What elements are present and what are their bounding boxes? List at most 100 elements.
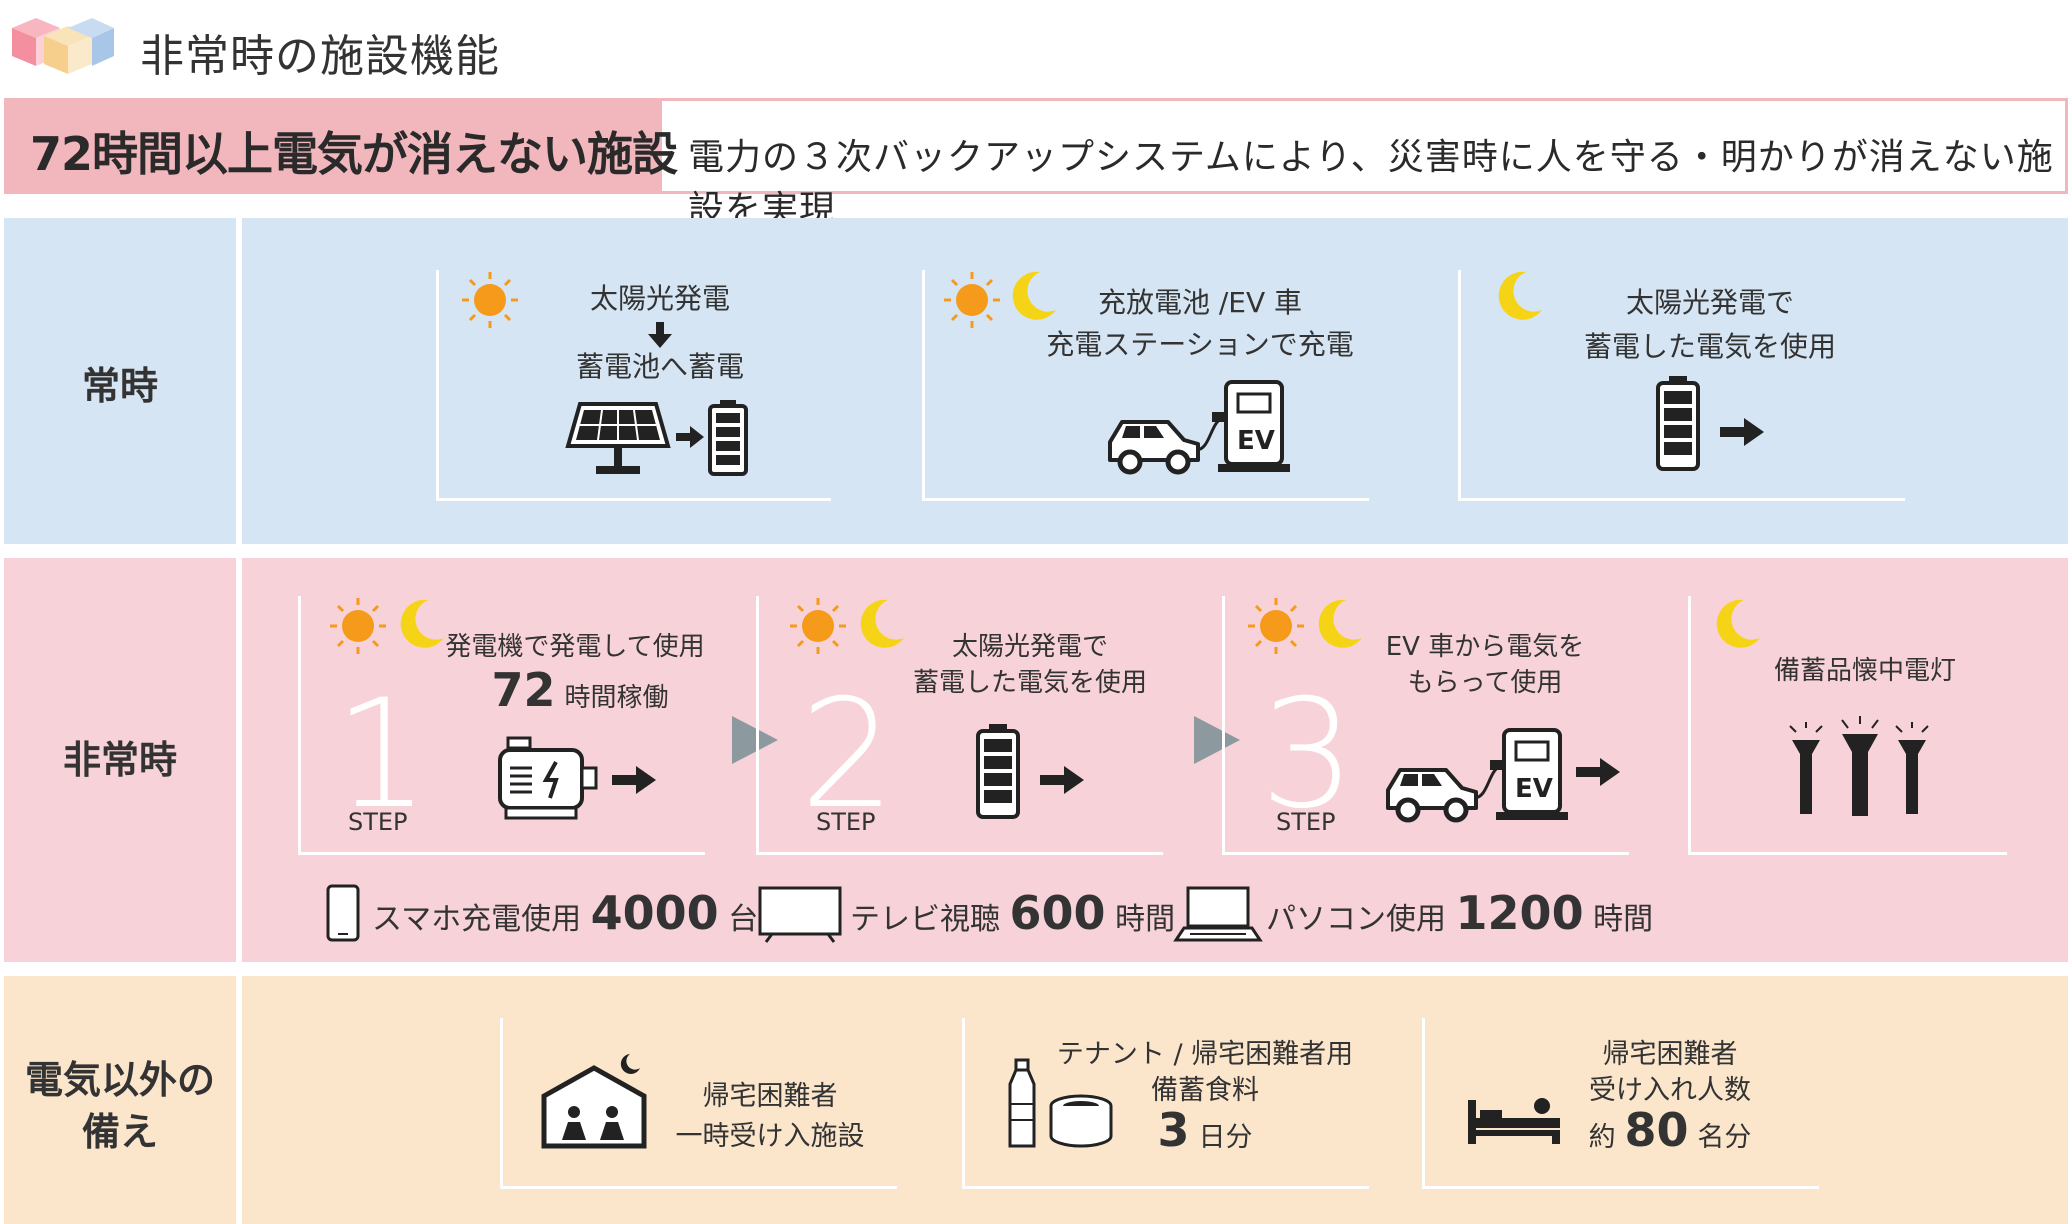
- food-days: 3 日分: [1090, 1104, 1320, 1164]
- row-label-emergency: 非常時: [62, 738, 177, 782]
- sun-icon: [330, 598, 386, 654]
- flashlight-icon: [1789, 716, 1929, 816]
- step-text: EV 車から電気を: [1385, 632, 1585, 662]
- car-icon: [1108, 420, 1200, 475]
- stat-value: 600: [1009, 886, 1106, 940]
- sun-icon: [462, 272, 518, 328]
- stat-tv: テレビ視聴 600 時間: [850, 886, 1175, 940]
- moon-icon: [1498, 271, 1542, 320]
- panel-ev-charging: [922, 270, 1369, 501]
- step-label: STEP: [1276, 808, 1336, 836]
- step-number: 2: [800, 668, 896, 842]
- play-triangle-icon: [732, 716, 778, 764]
- moon-icon: [400, 599, 444, 648]
- ev-charger-icon: [1473, 728, 1568, 820]
- stat-value: 4000: [590, 886, 719, 940]
- canned-food-icon: [1049, 1094, 1113, 1148]
- panel-text: 充電ステーションで充電: [1046, 328, 1354, 361]
- panel-text: 太陽光発電: [589, 282, 730, 315]
- food-days-number: 3: [1157, 1103, 1190, 1157]
- battery-icon: [1656, 376, 1700, 471]
- stat-label: パソコン使用: [1266, 902, 1446, 937]
- stat-unit: 台: [728, 902, 759, 937]
- capacity-unit: 名分: [1697, 1122, 1752, 1153]
- moon-icon: [1012, 271, 1056, 320]
- generator-icon: [498, 736, 598, 820]
- arrow-right-icon: [1576, 758, 1620, 786]
- car-icon: [1386, 768, 1478, 823]
- step-value-unit: 時間稼働: [564, 683, 669, 713]
- row-divider: [236, 218, 242, 544]
- step-value: 72 時間稼働: [480, 664, 680, 724]
- step-3-panel: [1222, 596, 1629, 855]
- step-text: もらって使用: [1407, 668, 1563, 698]
- row-label-normal: 常時: [81, 364, 158, 408]
- step-text: 発電機で発電して使用: [445, 632, 705, 662]
- bed-icon: [1468, 1098, 1560, 1144]
- battery-icon: [708, 400, 748, 476]
- step-text: 蓄電した電気を使用: [912, 668, 1147, 698]
- stat-laptop: パソコン使用 1200 時間: [1266, 886, 1653, 940]
- panel-text: 太陽光発電で: [1625, 286, 1794, 319]
- row-other: [4, 976, 2068, 1224]
- battery-icon: [976, 724, 1020, 819]
- panel-text: テナント / 帰宅困難者用: [1056, 1039, 1354, 1070]
- panel-text: 帰宅困難者: [1602, 1039, 1738, 1070]
- stat-unit: 時間: [1115, 902, 1176, 937]
- arrow-right-icon: [1040, 766, 1084, 794]
- stat-smartphone: スマホ充電使用 4000 台: [372, 886, 758, 940]
- panel-text: 蓄電池へ蓄電: [575, 350, 744, 383]
- step-label: STEP: [816, 808, 876, 836]
- row-label-other: 電気以外の 備え: [4, 1054, 236, 1158]
- banner-title-box: [4, 98, 662, 194]
- row-divider: [236, 558, 242, 962]
- step-2-panel: [756, 596, 1163, 855]
- capacity-number: 80: [1624, 1103, 1689, 1157]
- stat-label: スマホ充電使用: [372, 902, 582, 937]
- stat-value: 1200: [1455, 886, 1584, 940]
- ev-label: EV: [1515, 774, 1553, 804]
- sun-icon: [1248, 598, 1304, 654]
- ev-label: EV: [1237, 426, 1275, 456]
- step-label: STEP: [348, 808, 408, 836]
- panel-text: 備蓄食料: [1151, 1075, 1259, 1106]
- moon-icon: [1318, 599, 1362, 648]
- panel-food: [962, 1018, 1369, 1189]
- sun-icon: [944, 272, 1000, 328]
- stat-label: テレビ視聴: [850, 902, 1000, 937]
- panel-shelter: [500, 1018, 897, 1189]
- ev-charger-icon: [1195, 380, 1290, 472]
- page-title: 非常時の施設機能: [140, 31, 500, 82]
- arrow-right-icon: [1720, 418, 1764, 446]
- capacity-prefix: 約: [1588, 1122, 1616, 1153]
- panel-capacity: [1422, 1018, 1819, 1189]
- laptop-icon: [1173, 886, 1263, 942]
- panel-text: 受け入れ人数: [1589, 1075, 1751, 1106]
- panel-text: 帰宅困難者: [702, 1081, 838, 1112]
- panel-text: 一時受け入施設: [675, 1121, 865, 1152]
- row-label-line: 備え: [81, 1110, 158, 1154]
- panel-stored-power: [1458, 270, 1905, 501]
- food-days-unit: 日分: [1198, 1122, 1253, 1153]
- logo-cubes-icon: [12, 18, 114, 74]
- flashlight-text: 備蓄品懐中電灯: [1773, 656, 1956, 686]
- arrow-right-icon: [612, 766, 656, 794]
- step-text: 太陽光発電で: [951, 632, 1108, 662]
- play-triangle-icon: [1194, 716, 1240, 764]
- panel-text: 充放電池 /EV 車: [1097, 286, 1303, 319]
- arrow-down-icon: [648, 322, 672, 348]
- flashlight-panel: [1688, 596, 2007, 855]
- moon-icon: [860, 599, 904, 648]
- step-number: 1: [334, 668, 430, 842]
- banner-text: 電力の３次バックアップシステムにより、災害時に人を守る・明かりが消えない施設を実…: [688, 137, 2054, 230]
- step-number: 3: [1260, 668, 1356, 842]
- step-1-panel: [298, 596, 705, 855]
- tv-icon: [758, 886, 842, 943]
- sun-icon: [790, 598, 846, 654]
- moon-icon: [1716, 599, 1760, 648]
- stat-unit: 時間: [1593, 902, 1654, 937]
- house-icon: [541, 1054, 647, 1149]
- step-value-number: 72: [491, 663, 556, 717]
- row-divider: [236, 976, 242, 1224]
- panel-text: 蓄電した電気を使用: [1583, 330, 1836, 363]
